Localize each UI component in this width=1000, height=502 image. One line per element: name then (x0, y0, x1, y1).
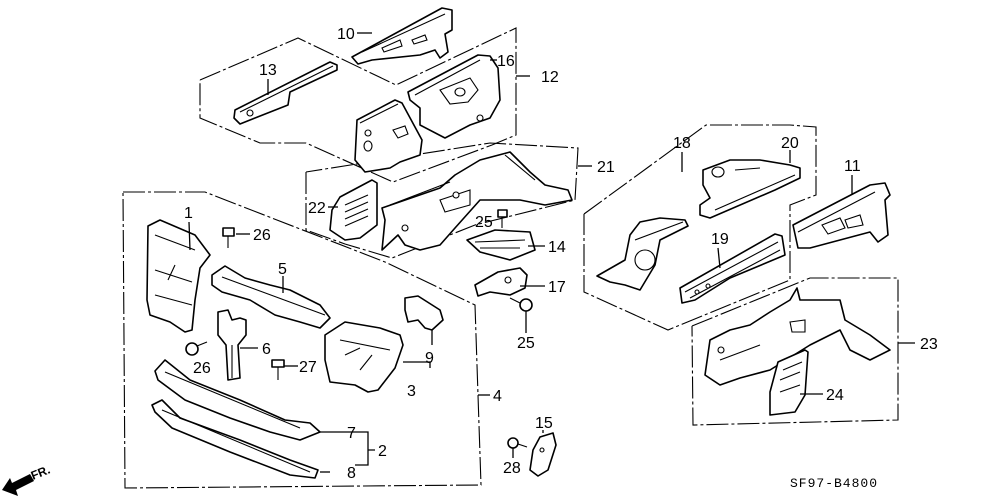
part-15[interactable] (529, 432, 557, 477)
bolt-26-right[interactable] (271, 359, 285, 380)
callout-3[interactable]: 3 (407, 383, 416, 400)
part-18[interactable] (596, 217, 689, 291)
callout-26-left[interactable]: 26 (193, 360, 211, 377)
part-14[interactable] (466, 229, 536, 261)
part-21[interactable] (381, 151, 573, 251)
part-13[interactable] (233, 61, 338, 125)
callout-11[interactable]: 11 (844, 158, 861, 175)
part-19[interactable] (679, 233, 786, 304)
part-17[interactable] (474, 267, 528, 297)
callout-2[interactable]: 2 (378, 443, 387, 460)
callout-25-lower[interactable]: 25 (517, 335, 535, 352)
part-8[interactable] (151, 399, 319, 479)
callout-19[interactable]: 19 (711, 231, 729, 248)
part-12-left[interactable] (354, 99, 423, 173)
bolt-27[interactable] (222, 227, 235, 248)
leader-lines (188, 32, 915, 473)
callout-20[interactable]: 20 (781, 135, 799, 152)
group-box-21 (305, 142, 579, 259)
group-box-18 (583, 124, 817, 331)
callout-27[interactable]: 26 (253, 227, 271, 244)
part-20[interactable] (699, 159, 801, 219)
callout-12[interactable]: 12 (541, 69, 559, 86)
part-10[interactable] (351, 7, 453, 65)
callout-17[interactable]: 17 (548, 279, 566, 296)
callout-26-right[interactable]: 27 (299, 359, 317, 376)
bolt-25-upper[interactable] (497, 209, 508, 228)
part-23[interactable] (704, 287, 891, 386)
callout-8[interactable]: 8 (347, 465, 356, 482)
bolt-25-lower[interactable] (509, 297, 533, 312)
bolt-28[interactable] (507, 437, 528, 449)
part-3[interactable] (324, 321, 404, 393)
part-11[interactable] (792, 182, 891, 249)
group-box-23 (691, 277, 899, 426)
part-22[interactable] (329, 179, 378, 241)
callout-21[interactable]: 21 (597, 159, 615, 176)
part-16[interactable] (407, 54, 501, 139)
arrow-icon (2, 474, 34, 496)
callout-14[interactable]: 14 (548, 239, 566, 256)
callout-15[interactable]: 15 (535, 415, 553, 432)
callout-4[interactable]: 4 (493, 388, 502, 405)
callout-10[interactable]: 10 (337, 26, 355, 43)
callout-22[interactable]: 22 (308, 200, 326, 217)
callout-5[interactable]: 5 (278, 261, 287, 278)
bolt-26-left[interactable] (185, 341, 208, 356)
front-direction-indicator: FR. (2, 463, 52, 496)
callout-18[interactable]: 18 (673, 135, 691, 152)
callout-9[interactable]: 9 (425, 350, 434, 367)
callout-13[interactable]: 13 (259, 62, 277, 79)
group-box-4 (122, 191, 482, 489)
front-label: FR. (29, 463, 52, 483)
part-6[interactable] (217, 309, 247, 381)
group-box-12 (199, 27, 517, 183)
callout-16[interactable]: 16 (497, 53, 515, 70)
callout-1[interactable]: 1 (184, 205, 193, 222)
part-1[interactable] (146, 219, 211, 333)
callout-7[interactable]: 7 (347, 425, 356, 442)
callout-6[interactable]: 6 (262, 341, 271, 358)
part-24[interactable] (769, 349, 809, 416)
callout-23[interactable]: 23 (920, 336, 938, 353)
diagram-code: SF97-B4800 (790, 476, 878, 491)
part-5[interactable] (211, 265, 331, 329)
callout-25-upper[interactable]: 25 (475, 214, 493, 231)
callout-28[interactable]: 28 (503, 460, 521, 477)
part-9[interactable] (404, 295, 444, 331)
callout-24[interactable]: 24 (826, 387, 844, 404)
